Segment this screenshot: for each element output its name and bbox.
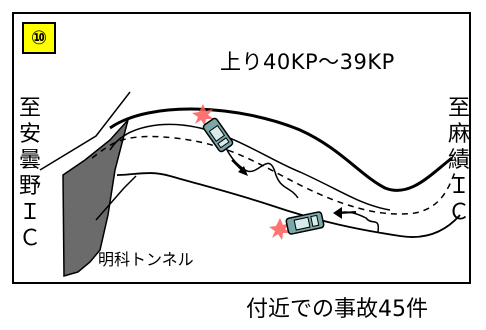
- lane-center-dashed: [91, 135, 456, 215]
- section-title: 上り40KP～39KP: [220, 50, 395, 74]
- road-inner-edge: [109, 123, 391, 211]
- tunnel-edge-line-2: [95, 175, 137, 221]
- car-icon: [202, 117, 234, 153]
- right-destination-label: 至麻績ＩＣ: [447, 96, 470, 225]
- left-destination-label: 至安曇野ＩＣ: [18, 96, 41, 251]
- road-lower-edge: [116, 172, 461, 238]
- tunnel-portal: [62, 119, 129, 277]
- crash-burst-icon: [269, 218, 291, 240]
- arrow-icon: [231, 159, 248, 176]
- crash-burst-icon: [192, 104, 214, 126]
- accident-count-caption: 付近での事故45件: [246, 297, 428, 322]
- tunnel-edge-line: [39, 91, 131, 171]
- car-icon: [285, 211, 325, 235]
- incident-number-badge: ⑩: [22, 22, 56, 54]
- arrow-icon: [333, 207, 357, 219]
- vehicle-trajectory-1: [225, 147, 299, 199]
- road-upper-edge: [109, 107, 453, 192]
- tunnel-label: 明科トンネル: [98, 250, 194, 269]
